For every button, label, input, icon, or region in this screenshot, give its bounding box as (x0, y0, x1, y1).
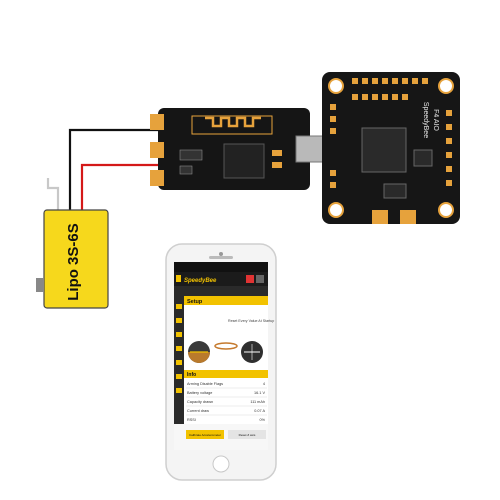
smartphone: SpeedyBee Setup Reset Every Value At Sta… (165, 243, 277, 481)
app-logo-icon (176, 275, 181, 282)
module-chip (223, 143, 265, 179)
info-row-value: 16.1 V (254, 391, 265, 395)
info-row-value: 0.07 A (254, 409, 265, 413)
app-title: SpeedyBee (184, 278, 217, 284)
button-label: Calibrate Accelerometer (189, 433, 221, 437)
attitude-display (188, 341, 263, 363)
battery-label: Lipo 3S-6S (65, 223, 82, 301)
info-row-label: Current draw (187, 409, 209, 413)
setup-tab-title: Setup (187, 299, 203, 305)
button-label: Reset Z axis (239, 433, 256, 437)
calibrate-accelerometer-button[interactable]: Calibrate Accelerometer (186, 430, 224, 439)
antenna-trace (205, 116, 261, 128)
info-row-value: 4 (263, 382, 265, 386)
flight-controller-mcu (361, 127, 407, 173)
info-row-label: Capacity drawn (187, 400, 213, 404)
lipo-battery: Lipo 3S-6S (36, 209, 109, 309)
bluetooth-module (150, 108, 310, 190)
reset-z-axis-button[interactable]: Reset Z axis (228, 430, 266, 439)
info-row-label: RSSI (187, 418, 196, 422)
fc-brand: SpeedyBee (422, 102, 429, 138)
info-row-value: 0% (260, 418, 266, 422)
info-list: Arming Disable Flags 4 Battery voltage 1… (186, 382, 267, 422)
battery-wires (46, 128, 160, 215)
fc-model: F4 AIO (432, 109, 439, 131)
info-row-label: Arming Disable Flags (187, 382, 223, 386)
info-row-label: Battery voltage (187, 391, 212, 395)
gauge-caption: Reset Every Value At Startup (228, 319, 274, 323)
info-header: Info (187, 372, 196, 378)
info-row-value: 111 mAh (250, 400, 265, 404)
flight-controller: SpeedyBee F4 AIO (322, 72, 460, 224)
